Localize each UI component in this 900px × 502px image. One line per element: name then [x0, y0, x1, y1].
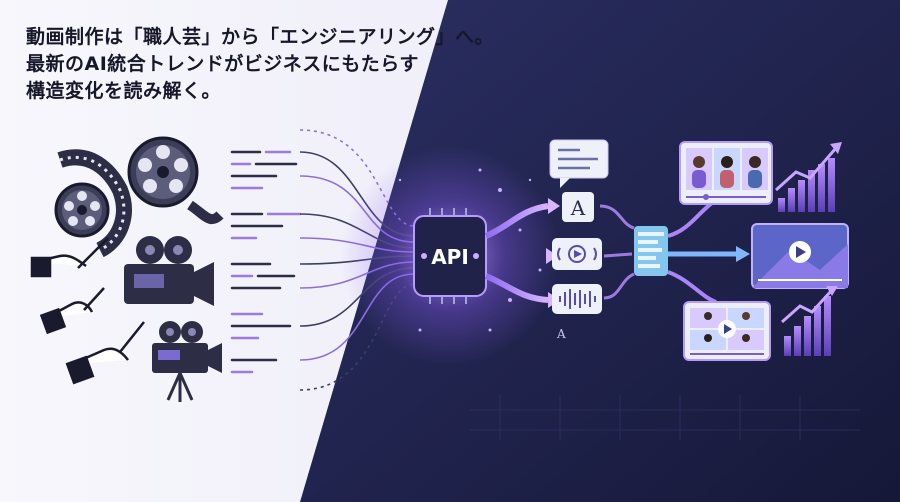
data-stack-icon	[634, 226, 668, 276]
small-camera-icon	[152, 321, 222, 402]
floor-grid	[470, 395, 860, 440]
text-card	[562, 192, 594, 222]
audio-wave-icon	[552, 238, 602, 270]
code-lines	[230, 150, 302, 374]
headline-line-3: 構造変化を読み解く。	[26, 80, 222, 102]
headline-line-1: 動画制作は「職人芸」から「エンジニアリング」へ。	[26, 26, 495, 48]
growth-chart-icon	[774, 142, 842, 212]
video-call-bottom-icon	[683, 301, 771, 361]
output-arrows	[484, 198, 560, 308]
waveform-glyph: A	[556, 327, 566, 341]
headline-line-2: 最新のAI統合トレンドがビジネスにもたらす	[26, 53, 419, 75]
headline: 動画制作は「職人芸」から「エンジニアリング」へ。 最新のAI統合トレンドがビジネ…	[26, 24, 494, 105]
document-icon	[549, 139, 609, 188]
film-reel-icon	[127, 136, 199, 208]
waveform-card	[552, 284, 602, 314]
film-reel-small-icon	[54, 182, 110, 238]
growth-chart-bottom-icon	[781, 286, 838, 356]
video-call-icon	[679, 141, 773, 205]
video-player-icon	[751, 223, 849, 289]
hand-tool-icon	[30, 237, 145, 385]
api-label: API	[431, 245, 469, 269]
film-strip-icon	[57, 149, 224, 258]
movie-camera-icon	[124, 236, 214, 306]
text-card-glyph: A	[570, 196, 586, 220]
merge-arrows	[599, 204, 635, 300]
